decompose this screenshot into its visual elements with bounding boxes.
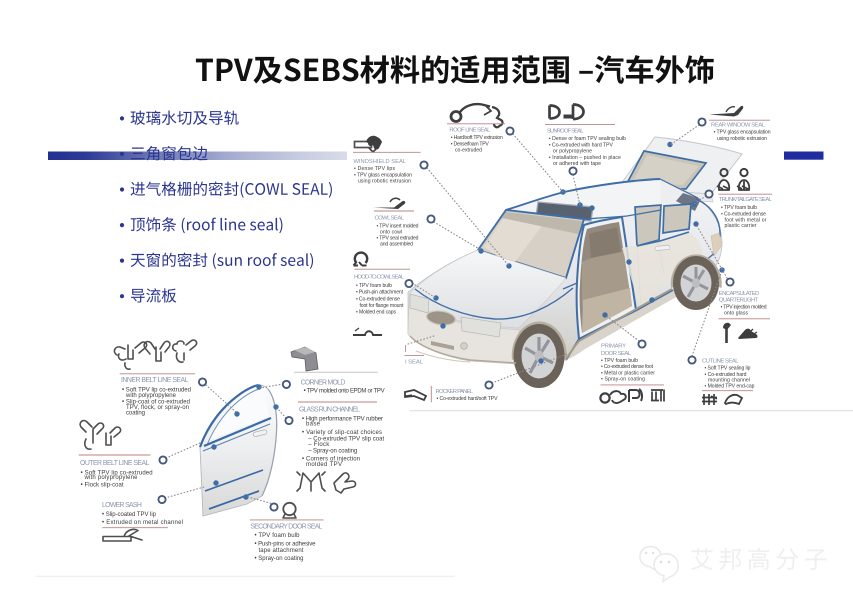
svg-text:• TPV foam bulb: • TPV foam bulb	[601, 358, 638, 364]
svg-text:• Co-extruded hard: • Co-extruded hard	[705, 372, 747, 378]
svg-text:with polypropylene: with polypropylene	[84, 475, 139, 481]
svg-text:• Spray-on coating: • Spray-on coating	[255, 556, 304, 562]
svg-text:coating: coating	[126, 411, 145, 417]
svg-text:• TPV foam bulb: • TPV foam bulb	[356, 283, 392, 289]
svg-text:• Soft TPV lip co-extruded: • Soft TPV lip co-extruded	[81, 470, 153, 476]
svg-text:• Co-extruded with hard TPV: • Co-extruded with hard TPV	[549, 142, 614, 148]
svg-text:– Co-extruded TPV slip coat: – Co-extruded TPV slip coat	[308, 437, 384, 443]
svg-text:INNER BELT LINE SEAL: INNER BELT LINE SEAL	[121, 377, 189, 384]
svg-text:• Co-extruded hard/soft TPV: • Co-extruded hard/soft TPV	[437, 396, 499, 402]
svg-text:OUTER BELT LINE SEAL: OUTER BELT LINE SEAL	[80, 460, 150, 467]
svg-text:• Hard/soft TPV extrusion: • Hard/soft TPV extrusion	[451, 135, 503, 141]
svg-text:• Molded end caps: • Molded end caps	[356, 310, 396, 316]
svg-text:• Flock slip-coat: • Flock slip-coat	[81, 482, 124, 488]
svg-text:COWL SEAL: COWL SEAL	[375, 216, 405, 222]
svg-text:using robotic extrusion: using robotic extrusion	[717, 136, 767, 142]
svg-text:– Spray-on coating: – Spray-on coating	[308, 448, 357, 454]
svg-text:I SEAL: I SEAL	[405, 360, 424, 366]
svg-text:• Spray-on coating: • Spray-on coating	[601, 377, 645, 383]
svg-text:• High performance TPV rubber: • High performance TPV rubber	[302, 416, 383, 422]
svg-text:• TPV seal extruded: • TPV seal extruded	[377, 236, 419, 242]
svg-text:• Extruded on metal channel: • Extruded on metal channel	[102, 520, 183, 526]
svg-text:foot with metal or: foot with metal or	[725, 217, 767, 223]
svg-text:• Co-extruded dense foot: • Co-extruded dense foot	[601, 364, 654, 370]
svg-text:DOOR SEAL: DOOR SEAL	[601, 351, 632, 357]
svg-text:with polypropylene: with polypropylene	[125, 393, 177, 399]
svg-text:plastic carrier: plastic carrier	[725, 223, 757, 229]
svg-text:foot for flange mount: foot for flange mount	[360, 303, 405, 309]
svg-text:• Slip-coated TPV lip: • Slip-coated TPV lip	[102, 512, 157, 518]
svg-text:SUNROOF SEAL: SUNROOF SEAL	[547, 128, 584, 134]
svg-text:• TPV insert molded: • TPV insert molded	[377, 223, 419, 229]
svg-text:• TPV foam bulb: • TPV foam bulb	[721, 205, 757, 211]
svg-text:and assembled: and assembled	[380, 242, 413, 248]
svg-text:• Slip-coat of co-extruded: • Slip-coat of co-extruded	[122, 399, 190, 405]
svg-text:• TPV glass encapsulation: • TPV glass encapsulation	[714, 130, 771, 136]
svg-text:CORNER MOLD: CORNER MOLD	[301, 380, 346, 387]
svg-text:• Push-pin attachment: • Push-pin attachment	[356, 290, 404, 296]
svg-text:mounting channel: mounting channel	[708, 378, 750, 384]
svg-text:base: base	[306, 422, 321, 428]
svg-text:onto glass: onto glass	[724, 311, 748, 317]
svg-text:– Flock: – Flock	[308, 442, 330, 448]
svg-text:PRIMARY: PRIMARY	[601, 343, 626, 349]
svg-text:• Installation – pushed in pla: • Installation – pushed in place	[549, 155, 621, 161]
svg-text:WINDSHIELD SEAL: WINDSHIELD SEAL	[354, 159, 407, 165]
svg-text:ENCAPSULATED: ENCAPSULATED	[719, 291, 760, 297]
svg-text:• Soft TPV lip co-extruded: • Soft TPV lip co-extruded	[122, 387, 191, 393]
svg-text:• Soft TPV sealing lip: • Soft TPV sealing lip	[705, 366, 751, 372]
svg-text:onto cowl: onto cowl	[380, 229, 402, 235]
svg-text:• TPV molded onto EPDM or TPV: • TPV molded onto EPDM or TPV	[304, 388, 385, 394]
svg-text:or adhered with tape: or adhered with tape	[553, 161, 601, 167]
svg-text:QUARTERLIGHT: QUARTERLIGHT	[719, 297, 759, 303]
svg-text:REAR WINDOW SEAL: REAR WINDOW SEAL	[711, 122, 766, 128]
svg-text:LOWER SASH: LOWER SASH	[102, 502, 142, 509]
svg-text:• Dense TPV lips: • Dense TPV lips	[354, 166, 395, 172]
svg-text:• TPV glass encapsulation: • TPV glass encapsulation	[354, 173, 412, 179]
svg-text:HOOD-TO-COWL SEAL: HOOD-TO-COWL SEAL	[354, 275, 405, 281]
svg-text:molded TPV: molded TPV	[306, 462, 342, 468]
svg-text:• Variety of slip-coat choices: • Variety of slip-coat choices	[302, 430, 382, 436]
svg-text:• Co-extruded dense: • Co-extruded dense	[356, 296, 400, 302]
svg-text:TRUNK/TAILGATE SEAL: TRUNK/TAILGATE SEAL	[719, 197, 773, 203]
svg-text:ROOF LINE SEAL: ROOF LINE SEAL	[449, 127, 491, 133]
svg-text:• Co-extruded dense: • Co-extruded dense	[721, 212, 766, 218]
svg-text:ROCKER PANEL: ROCKER PANEL	[436, 389, 474, 395]
svg-text:or polypropylene: or polypropylene	[553, 148, 592, 154]
svg-text:CUTLINE SEAL: CUTLINE SEAL	[702, 359, 739, 365]
svg-text:• TPV injection molded: • TPV injection molded	[721, 305, 767, 311]
svg-text:TPV, flock, or spray-on: TPV, flock, or spray-on	[126, 405, 189, 411]
svg-text:• Dense or foam TPV sealing bu: • Dense or foam TPV sealing bulb	[549, 136, 626, 142]
svg-text:SECONDARY DOOR SEAL: SECONDARY DOOR SEAL	[250, 524, 322, 531]
svg-text:using robotic extrusion: using robotic extrusion	[358, 179, 411, 185]
svg-text:• TPV foam bulb: • TPV foam bulb	[255, 533, 301, 539]
svg-text:co-extruded: co-extruded	[455, 147, 482, 153]
svg-text:• Dense/foam TPV: • Dense/foam TPV	[451, 141, 490, 147]
svg-text:• Corners of injection: • Corners of injection	[302, 457, 360, 463]
svg-text:tape attachment: tape attachment	[259, 548, 304, 554]
svg-text:• Molded TPV end-cap: • Molded TPV end-cap	[705, 384, 755, 390]
svg-text:• Metal or plastic carrier: • Metal or plastic carrier	[601, 371, 655, 377]
svg-text:• Push-pins or adhesive: • Push-pins or adhesive	[255, 542, 317, 548]
svg-text:GLASS RUN CHANNEL: GLASS RUN CHANNEL	[299, 407, 360, 414]
